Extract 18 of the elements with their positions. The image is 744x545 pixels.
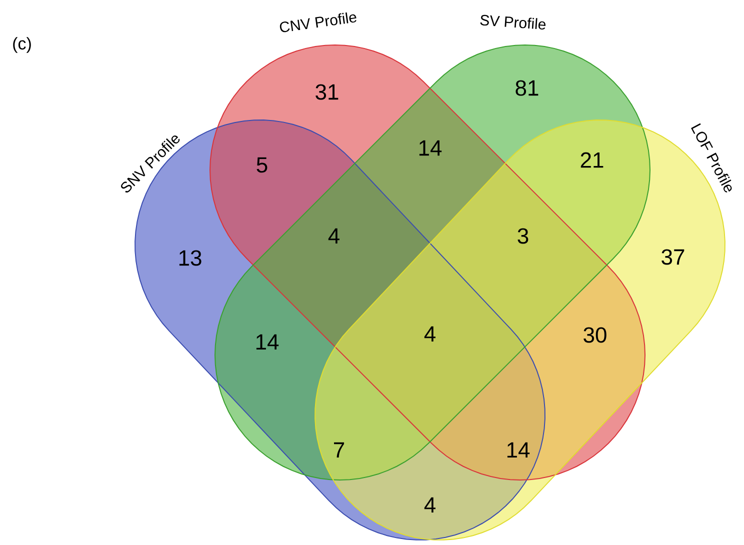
- region-count: 7: [334, 442, 344, 458]
- region-count: 4: [424, 326, 436, 342]
- region-count: 13: [179, 250, 202, 266]
- region-count: 30: [584, 327, 606, 343]
- region-count: 14: [507, 442, 530, 458]
- region-count: 4: [424, 497, 436, 513]
- region-count: 5: [256, 157, 268, 173]
- node-label: SV Profile: [480, 14, 546, 30]
- node-label: CNV Profile: [280, 12, 356, 32]
- region-count: 37: [662, 249, 684, 265]
- panel-label: (c): [13, 37, 31, 53]
- region-count: 81: [516, 80, 538, 96]
- region-count: 4: [328, 228, 340, 244]
- region-count: 21: [580, 152, 604, 168]
- region-count: 14: [419, 140, 442, 156]
- region-count: 3: [518, 228, 528, 244]
- region-count: 14: [256, 334, 279, 350]
- region-count: 31: [316, 84, 338, 100]
